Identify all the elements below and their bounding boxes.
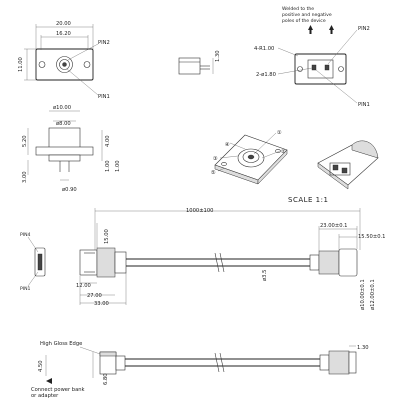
dim-5-20: 5.20 <box>22 135 28 147</box>
dim-d8: ø8.00 <box>56 121 71 127</box>
gloss-label: High Gloss Edge <box>40 341 82 347</box>
top-view-plate <box>35 48 94 81</box>
pin1-label: PIN1 <box>98 94 110 100</box>
dim-15-50: 15.50±0.1 <box>358 234 385 240</box>
pin1-label-cable: PIN1 <box>20 286 31 292</box>
dim-16-20: 16.20 <box>56 31 71 37</box>
top-view: 20.00 16.20 11.00 PIN2 PIN1 <box>18 21 110 100</box>
arrow-up-icon-2 <box>329 25 334 30</box>
iso-2: ② <box>281 149 286 155</box>
dim-12-00: 12.00 <box>76 283 91 289</box>
pin2-label-back: PIN2 <box>358 26 370 32</box>
dim-1-00b: 1.00 <box>115 160 121 172</box>
small-side-view: 1.30 <box>178 50 221 75</box>
pin4-label: PIN4 <box>20 232 31 238</box>
dim-33-00: 33.00 <box>94 301 109 307</box>
connect-note-2: or adapter <box>31 393 59 399</box>
dim-1-30: 1.30 <box>215 50 221 62</box>
dim-1-30-bottom: 1.30 <box>357 345 369 351</box>
pin2-label: PIN2 <box>98 40 110 46</box>
front-view: ø10.00 ø8.00 5.20 4.00 3.00 1.00 1.00 ø0… <box>22 105 121 193</box>
iso-5: ⑤ <box>211 170 216 176</box>
dim-20: 20.00 <box>56 21 71 27</box>
dim-27-00: 27.00 <box>87 293 102 299</box>
d-label: 2-ø1.80 <box>256 72 276 78</box>
dim-4-50: 4.50 <box>38 360 44 372</box>
arrow-left-icon <box>46 378 52 384</box>
iso-3: ③ <box>213 156 218 162</box>
arrow-up-icon-1 <box>308 25 313 30</box>
note-line-3: poles of the device <box>282 18 326 24</box>
dim-d0-90: ø0.90 <box>62 187 77 193</box>
dim-length: 1000±100 <box>186 208 213 214</box>
bottom-view: High Gloss Edge 1.30 4.50 6.80 Connect p… <box>31 341 369 399</box>
dim-cable-d: ø3.5 <box>262 270 268 281</box>
dim-1-00a: 1.00 <box>105 160 111 172</box>
usb-plug <box>79 249 98 276</box>
connect-note-1: Connect power bank <box>31 387 85 393</box>
dim-11: 11.00 <box>18 57 24 72</box>
back-view: Welded to the positive and negative pole… <box>254 6 370 108</box>
back-view-plate <box>294 53 347 85</box>
r-label: 4-R1.00 <box>254 46 274 52</box>
scale-label: SCALE 1:1 <box>288 196 328 204</box>
iso-view: ① ② ③ ④ ⑤ <box>211 130 288 185</box>
dim-d12-cable: ø12.00±0.1 <box>370 279 376 310</box>
iso-1: ① <box>277 130 282 136</box>
dim-23: 23.00±0.1 <box>320 223 347 229</box>
dim-d10: ø10.00 <box>53 105 71 111</box>
cable-view: PIN4 PIN1 1000±100 15.00 12.00 27.00 33.… <box>20 208 385 310</box>
dim-6-80: 6.80 <box>103 373 109 385</box>
iso-view-back <box>317 140 379 190</box>
dim-15-00: 15.00 <box>104 229 110 244</box>
note-line-2: positive and negative <box>282 12 332 18</box>
pin1-label-back: PIN1 <box>358 102 370 108</box>
dim-3-00: 3.00 <box>22 171 28 183</box>
dim-4-00: 4.00 <box>105 135 111 147</box>
dim-d10-cable: ø10.00±0.1 <box>360 279 366 310</box>
note-line-1: Welded to the <box>282 6 314 12</box>
iso-4: ④ <box>225 142 230 148</box>
